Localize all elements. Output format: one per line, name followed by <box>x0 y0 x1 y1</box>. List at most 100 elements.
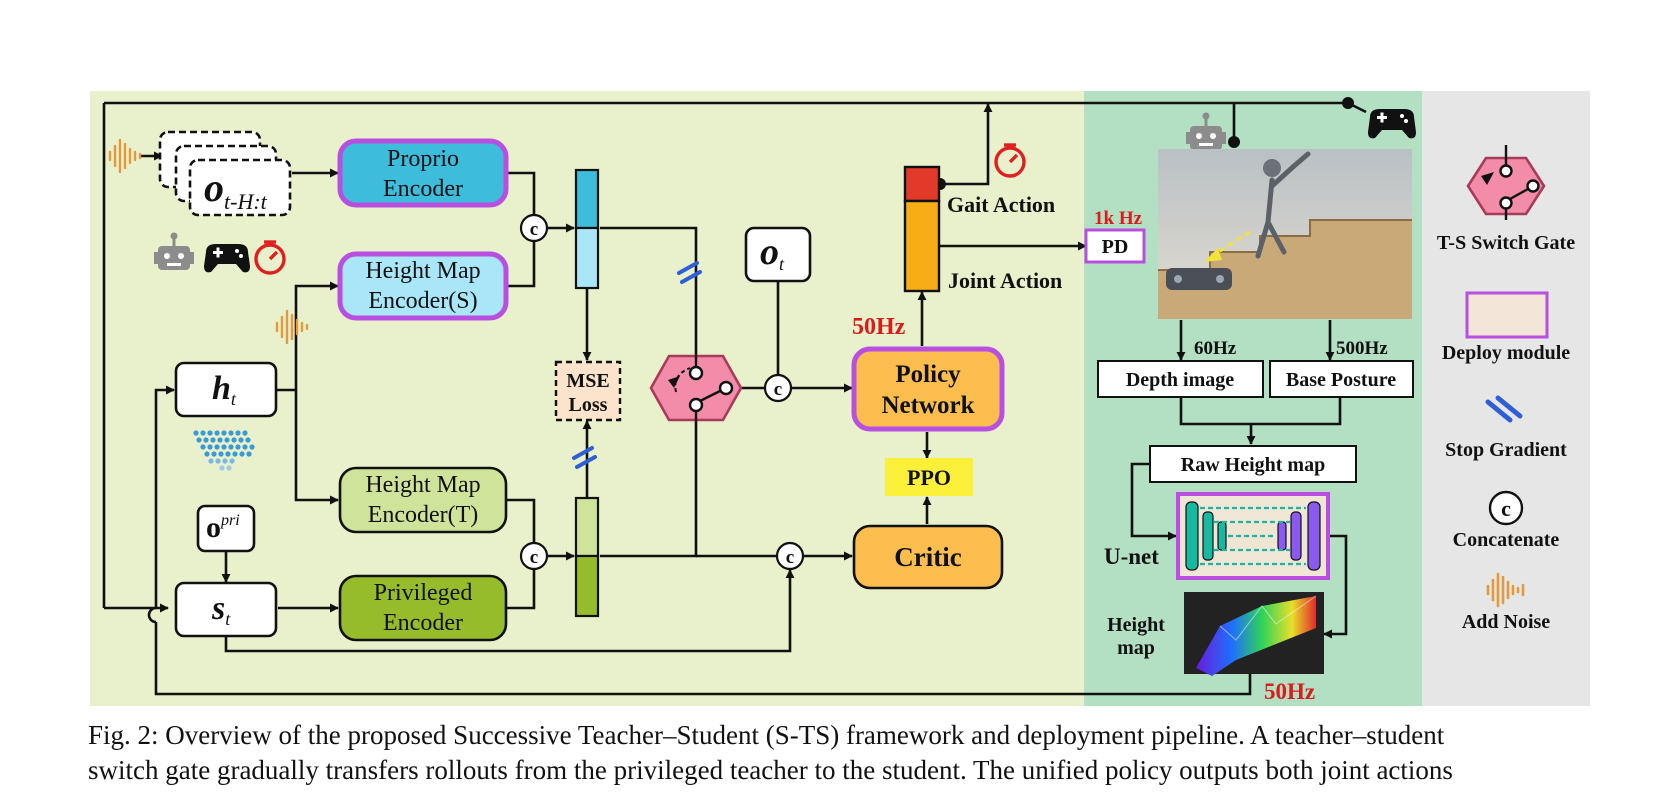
legend-switch-gate-icon <box>1466 145 1546 220</box>
figure-caption: Fig. 2: Overview of the proposed Success… <box>88 718 1608 788</box>
policy-network-label-2: Network <box>881 392 974 419</box>
legend-stop-gradient-label: Stop Gradient <box>1445 439 1567 461</box>
concat-node: c <box>763 373 793 403</box>
depth-image-box <box>1097 360 1264 398</box>
depth-rate: 60Hz <box>1194 338 1237 359</box>
svg-text:c: c <box>530 547 538 568</box>
robot-stairs-photo <box>1158 149 1412 319</box>
pd-label: PD <box>1102 236 1129 258</box>
svg-text:c: c <box>786 547 794 568</box>
base-posture-label: Base Posture <box>1286 369 1396 391</box>
unet-to-heightmap <box>1323 534 1348 639</box>
current-obs-label: ot <box>760 231 785 274</box>
pd-box <box>1084 228 1146 264</box>
state-label: st <box>211 590 231 629</box>
concat-node: c <box>519 213 549 243</box>
noise-icon <box>275 309 309 345</box>
privileged-obs-box <box>196 504 256 553</box>
ppo-box <box>885 458 973 496</box>
critic-box <box>852 524 1004 590</box>
mse-loss-label-2: Loss <box>569 394 608 416</box>
height-map-label: Height <box>1107 614 1165 636</box>
height-map-label-2: map <box>1117 637 1155 659</box>
stop-gradient-icon <box>572 446 597 469</box>
depth-image-label: Depth image <box>1126 369 1234 391</box>
raw-height-map-label: Raw Height map <box>1181 454 1325 476</box>
proprio-to-concat <box>506 171 536 214</box>
student-latent-to-switch <box>600 226 698 355</box>
height-scan-dots-icon <box>193 430 255 471</box>
robot-icon <box>154 232 194 270</box>
raw-height-map-box <box>1149 445 1357 483</box>
legend-deploy-module-swatch <box>1465 291 1549 339</box>
teacher-latent-bar <box>574 496 600 618</box>
legend-concatenate-label: Concatenate <box>1453 529 1560 551</box>
height-encoder-teacher <box>338 466 508 534</box>
privileged-encoder-label-2: Encoder <box>383 610 463 636</box>
gait-action-line <box>940 103 993 186</box>
ht-to-heightT <box>294 390 339 505</box>
privileged-to-concat <box>506 570 536 610</box>
svg-text:c: c <box>530 219 538 240</box>
ht-to-heightS <box>294 281 339 390</box>
height-encoder-student-label-2: Encoder(S) <box>368 288 477 314</box>
pd-rate: 1k Hz <box>1094 208 1143 229</box>
height-encoder-teacher-label: Height Map <box>365 472 480 498</box>
legend-stop-gradient-icon <box>1485 395 1523 423</box>
base-posture-box <box>1269 360 1414 398</box>
mse-loss-label: MSE <box>566 370 609 392</box>
obs-history-stack: ot-H:t <box>158 130 292 217</box>
obs-history-base: o <box>204 165 224 210</box>
concat-node: c <box>775 541 805 571</box>
policy-network <box>851 346 1005 432</box>
ppo-label: PPO <box>907 465 951 490</box>
height-encoder-student-label: Height Map <box>365 258 480 284</box>
robot-icon <box>1186 112 1226 150</box>
depth-to-merge <box>1179 397 1342 426</box>
legend-deploy-module-label: Deploy module <box>1442 342 1570 364</box>
student-latent-bar <box>574 168 600 290</box>
heightS-to-concat <box>506 242 536 288</box>
privileged-encoder-label: Privileged <box>374 580 473 606</box>
unet-icon <box>1176 492 1330 580</box>
raw-to-unet <box>1130 462 1177 541</box>
concat-node: c <box>519 541 549 571</box>
critic-label: Critic <box>894 542 961 572</box>
gamepad-icon <box>1368 109 1416 139</box>
policy-network-label: Policy <box>895 361 961 388</box>
policy-rate: 50Hz <box>852 314 906 340</box>
proprio-encoder-label: Proprio <box>387 146 459 172</box>
state-to-critic-concat <box>224 569 795 653</box>
switch-gate-icon <box>649 354 743 422</box>
noise-icon <box>108 138 142 174</box>
proprio-encoder <box>337 138 509 208</box>
heightT-to-concat <box>506 498 536 542</box>
svg-text:c: c <box>774 379 782 400</box>
gait-action-label: Gait Action <box>947 192 1055 217</box>
svg-text:ot-H:t: ot-H:t <box>204 165 268 214</box>
height-encoder-student <box>337 251 509 321</box>
timer-icon <box>994 143 1026 178</box>
legend-concat-icon: c <box>1488 490 1524 526</box>
obs-history-sub: t-H:t <box>224 189 268 214</box>
connections <box>102 101 1348 696</box>
height-map-rate: 50Hz <box>1264 679 1315 704</box>
legend-switch-gate-label: T-S Switch Gate <box>1437 232 1575 254</box>
timer-icon <box>254 240 286 275</box>
caption-line-1: Fig. 2: Overview of the proposed Success… <box>88 720 1445 750</box>
height-scan-label: ht <box>212 370 237 409</box>
line-hop <box>147 606 157 624</box>
state-box <box>174 581 278 638</box>
action-output-bar <box>903 165 941 293</box>
height-scan-box <box>174 361 278 418</box>
heightmap-return-line <box>154 622 1252 696</box>
gamepad-icon <box>204 244 250 273</box>
return-to-ht <box>154 385 175 608</box>
current-obs-box <box>744 226 812 283</box>
legend-add-noise-label: Add Noise <box>1462 611 1550 633</box>
framework-diagram: ot-H:t Proprio Encoder Height Map Encode… <box>90 91 1590 706</box>
joint-action-label: Joint Action <box>948 268 1062 293</box>
svg-text:c: c <box>1501 496 1511 521</box>
caption-line-2: switch gate gradually transfers rollouts… <box>88 755 1453 785</box>
mse-loss-box <box>554 360 622 422</box>
